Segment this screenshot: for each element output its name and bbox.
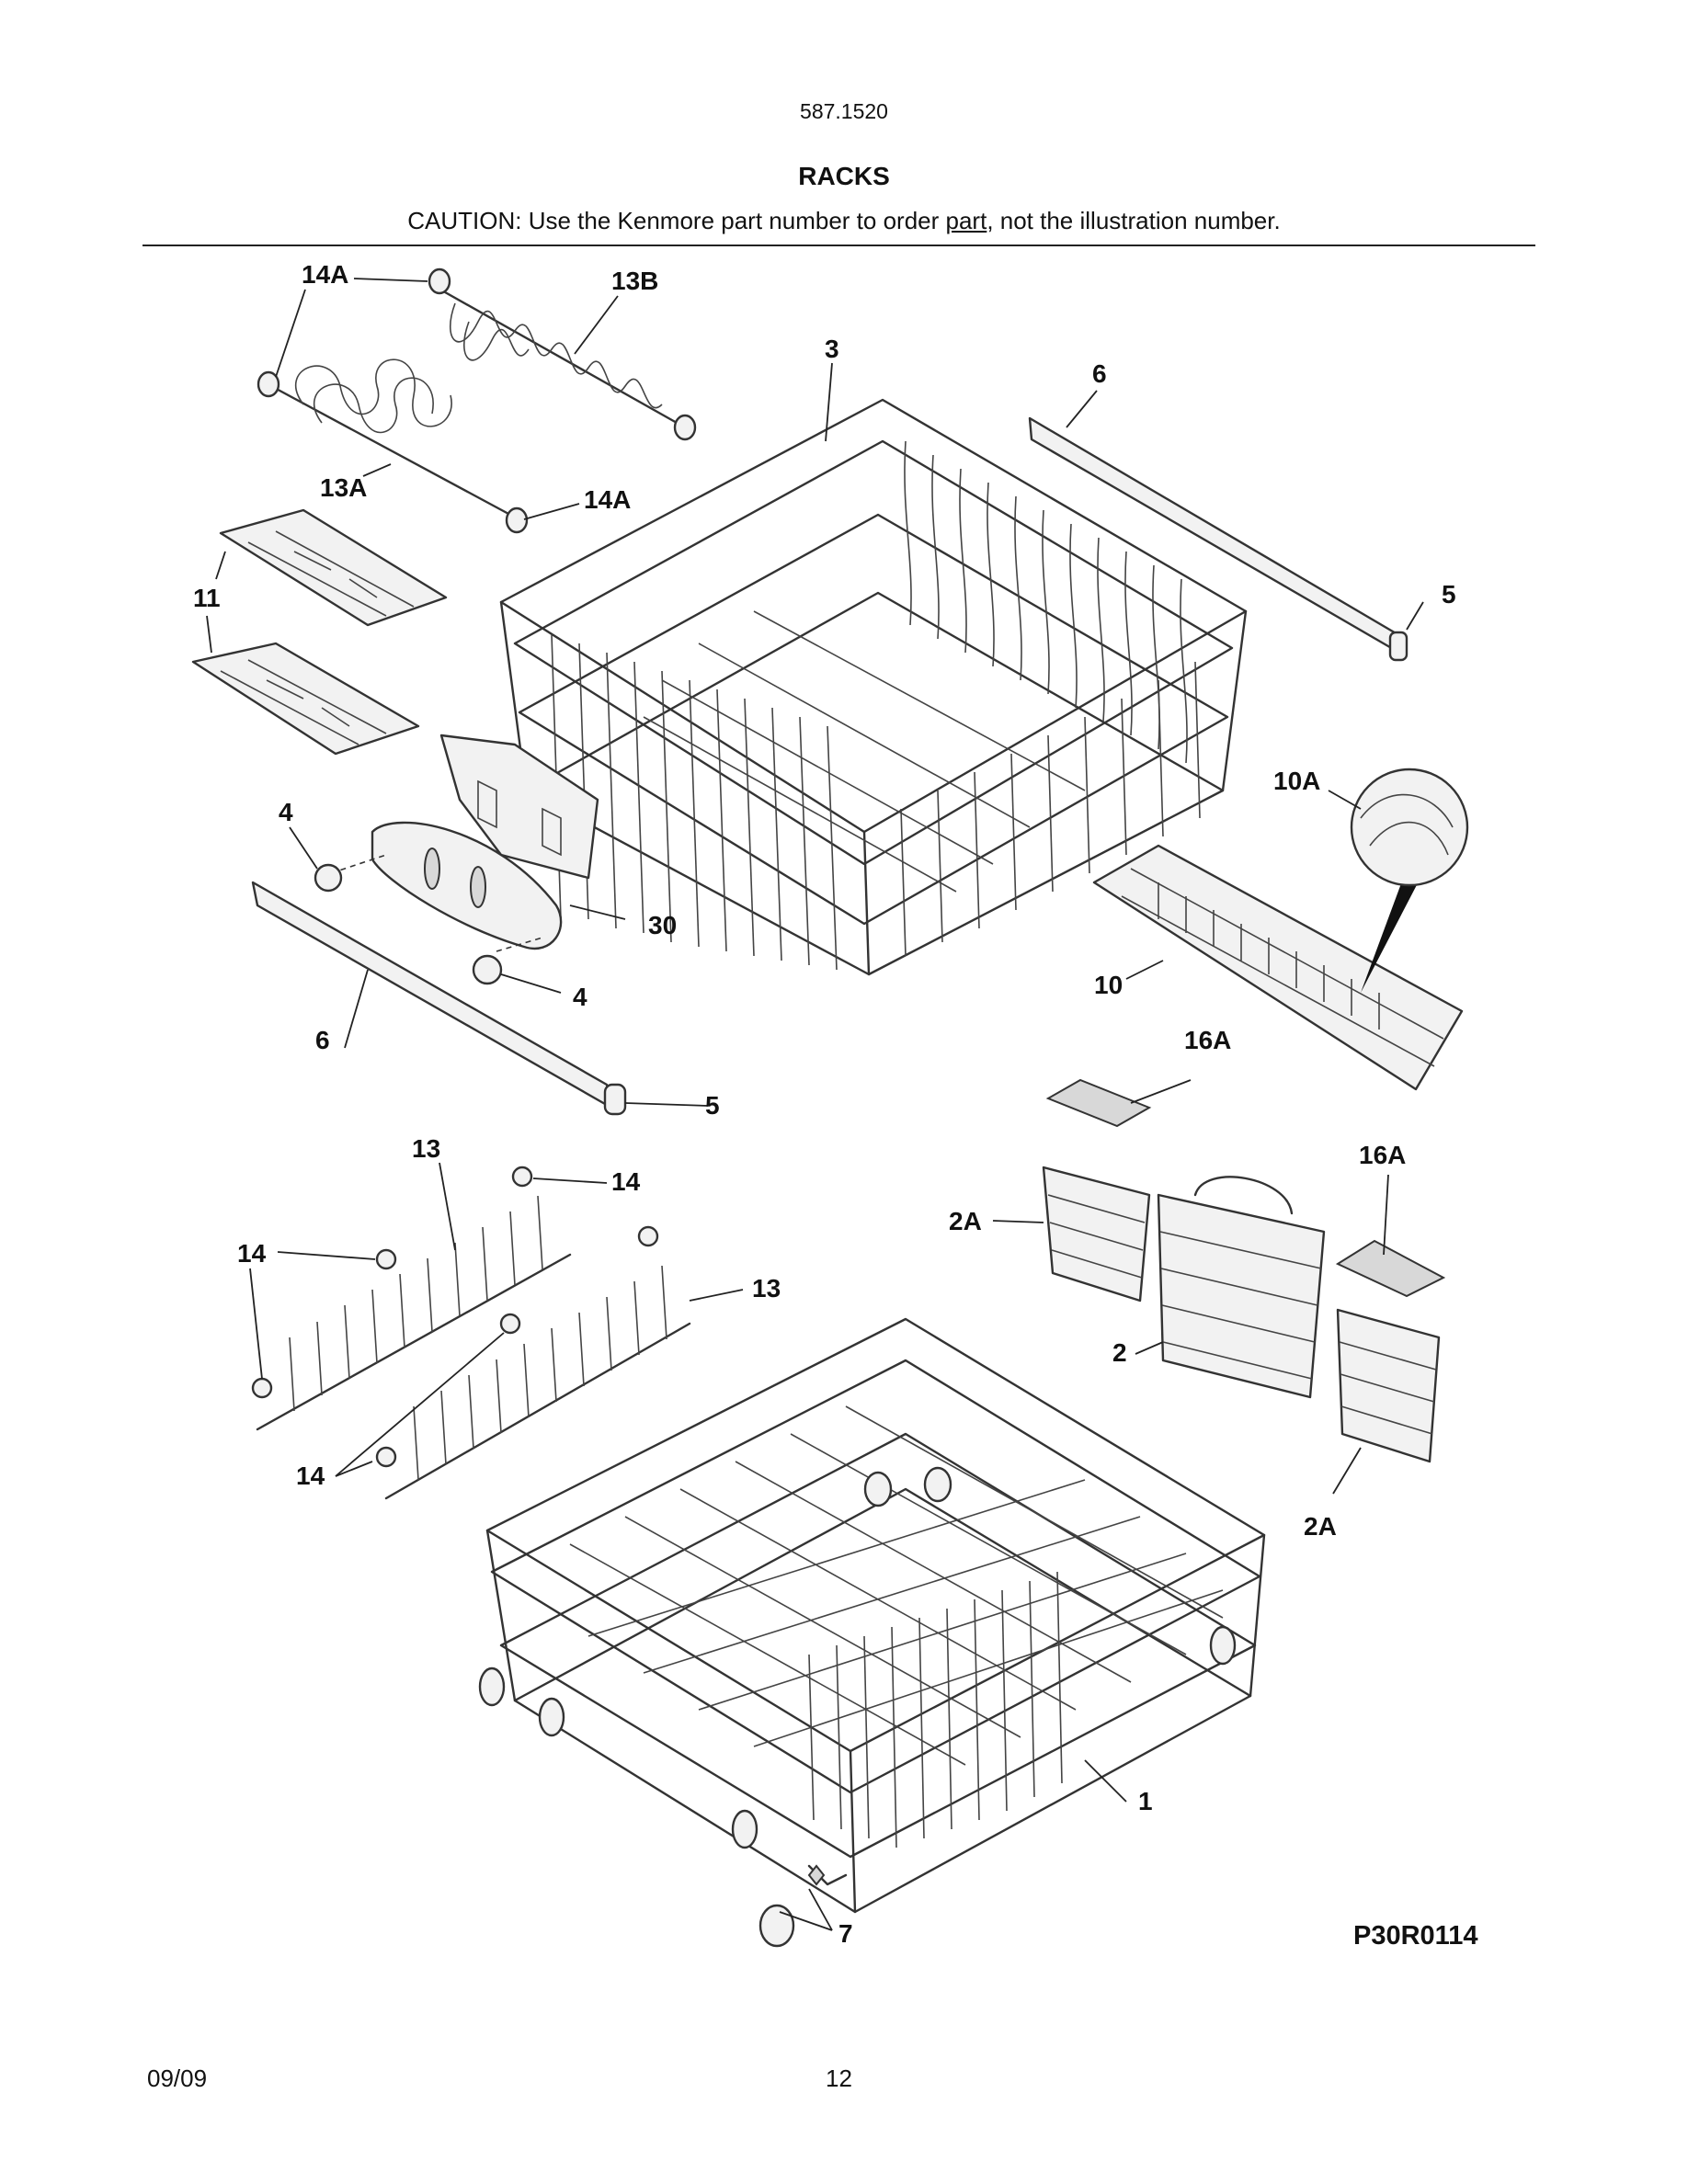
callout-2a-right: 2A bbox=[1304, 1512, 1337, 1541]
callout-14-b: 14 bbox=[237, 1239, 267, 1268]
tine-row-13-bottom-illustration bbox=[384, 1265, 691, 1500]
tine-row-13-top-illustration bbox=[256, 1195, 572, 1431]
footer-date: 09/09 bbox=[147, 2065, 208, 2092]
callout-16a-top: 16A bbox=[1184, 1026, 1232, 1054]
bracket-30-illustration bbox=[314, 734, 599, 985]
lower-rack-wheels bbox=[478, 1466, 1237, 1948]
callout-13a: 13A bbox=[320, 473, 368, 502]
callout-10: 10 bbox=[1094, 971, 1123, 999]
callout-13b: 13B bbox=[611, 267, 659, 295]
callout-4-top: 4 bbox=[279, 798, 293, 826]
callout-2a-left: 2A bbox=[949, 1207, 982, 1235]
page-number: 12 bbox=[826, 2065, 852, 2092]
basket-2-illustration bbox=[1157, 1176, 1326, 1399]
callout-1: 1 bbox=[1138, 1787, 1153, 1815]
callout-14a-top: 14A bbox=[302, 260, 349, 289]
cup-shelf-13b-illustration bbox=[428, 267, 697, 441]
callout-6-bottom: 6 bbox=[315, 1026, 330, 1054]
callout-3: 3 bbox=[825, 335, 839, 363]
lower-rack-illustration bbox=[478, 1317, 1266, 1948]
basket-cover-16a-top bbox=[1045, 1078, 1152, 1128]
callout-30: 30 bbox=[648, 911, 678, 939]
callout-7: 7 bbox=[838, 1919, 853, 1948]
rail-6-bottom-illustration bbox=[251, 881, 627, 1116]
callout-16a-right: 16A bbox=[1359, 1141, 1407, 1169]
callout-14-c: 14 bbox=[296, 1462, 325, 1490]
tine-clips-14 bbox=[251, 1166, 659, 1468]
caution-suffix: , not the illustration number. bbox=[987, 207, 1281, 234]
header-rule bbox=[143, 245, 1535, 246]
model-number: 587.1520 bbox=[800, 99, 888, 123]
callout-6-top: 6 bbox=[1092, 359, 1107, 388]
callout-14a-mid: 14A bbox=[584, 485, 632, 514]
callout-13-top: 13 bbox=[412, 1134, 441, 1163]
caution-note: CAUTION: Use the Kenmore part number to … bbox=[0, 207, 1688, 235]
callout-13-right: 13 bbox=[752, 1274, 781, 1302]
callout-2: 2 bbox=[1112, 1338, 1127, 1367]
caution-part-link: part bbox=[945, 207, 987, 234]
callout-5-right: 5 bbox=[1442, 580, 1456, 609]
drawing-code: P30R0114 bbox=[1353, 1921, 1478, 1951]
section-title: RACKS bbox=[798, 162, 890, 190]
callout-4-bottom: 4 bbox=[573, 983, 587, 1011]
cup-shelf-13a-illustration bbox=[257, 358, 529, 534]
rail-6-top-illustration bbox=[1028, 416, 1409, 662]
callout-5-bottom: 5 bbox=[705, 1091, 720, 1120]
callout-10a: 10A bbox=[1273, 767, 1321, 795]
callout-14-a: 14 bbox=[611, 1167, 641, 1196]
caution-prefix: CAUTION: Use the Kenmore part number to … bbox=[407, 207, 946, 234]
basket-2a-right-illustration bbox=[1336, 1308, 1441, 1463]
utensil-rack-10-illustration bbox=[1092, 768, 1469, 1091]
basket-2a-left-illustration bbox=[1042, 1166, 1151, 1302]
basket-cover-16a-right bbox=[1335, 1239, 1446, 1298]
leader-lines bbox=[206, 278, 1424, 1931]
callout-11: 11 bbox=[193, 584, 221, 612]
shelf-11-illustration bbox=[191, 508, 448, 756]
